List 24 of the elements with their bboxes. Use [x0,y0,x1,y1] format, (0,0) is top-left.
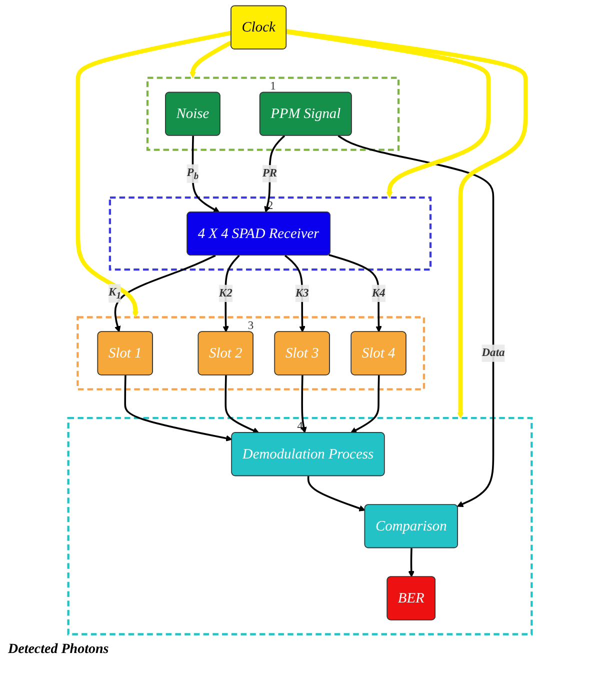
arrow [114,254,216,332]
arrow [300,375,307,434]
arrow [286,28,528,418]
arrow [307,476,366,512]
arrow [124,375,232,442]
arrow [192,136,220,213]
edge-label: P$_{b}$ [186,166,199,181]
arrow [408,548,415,578]
arrow [190,40,232,78]
arrow [350,375,380,434]
edge-label: PR [262,167,278,180]
arrow [222,254,240,332]
edge-label: Data [482,346,505,360]
arrow [284,254,306,332]
arrow [76,30,232,318]
edge-label: K4 [372,286,386,300]
arrow [224,375,260,434]
edge-label: K3 [295,286,309,300]
annotation-text: Detected Photons [8,642,109,657]
arrow [328,254,382,332]
arrow [264,135,286,213]
edge-label: K$_{1}$ [108,286,122,301]
arrow [338,135,494,507]
edge-label: K2 [218,286,232,300]
